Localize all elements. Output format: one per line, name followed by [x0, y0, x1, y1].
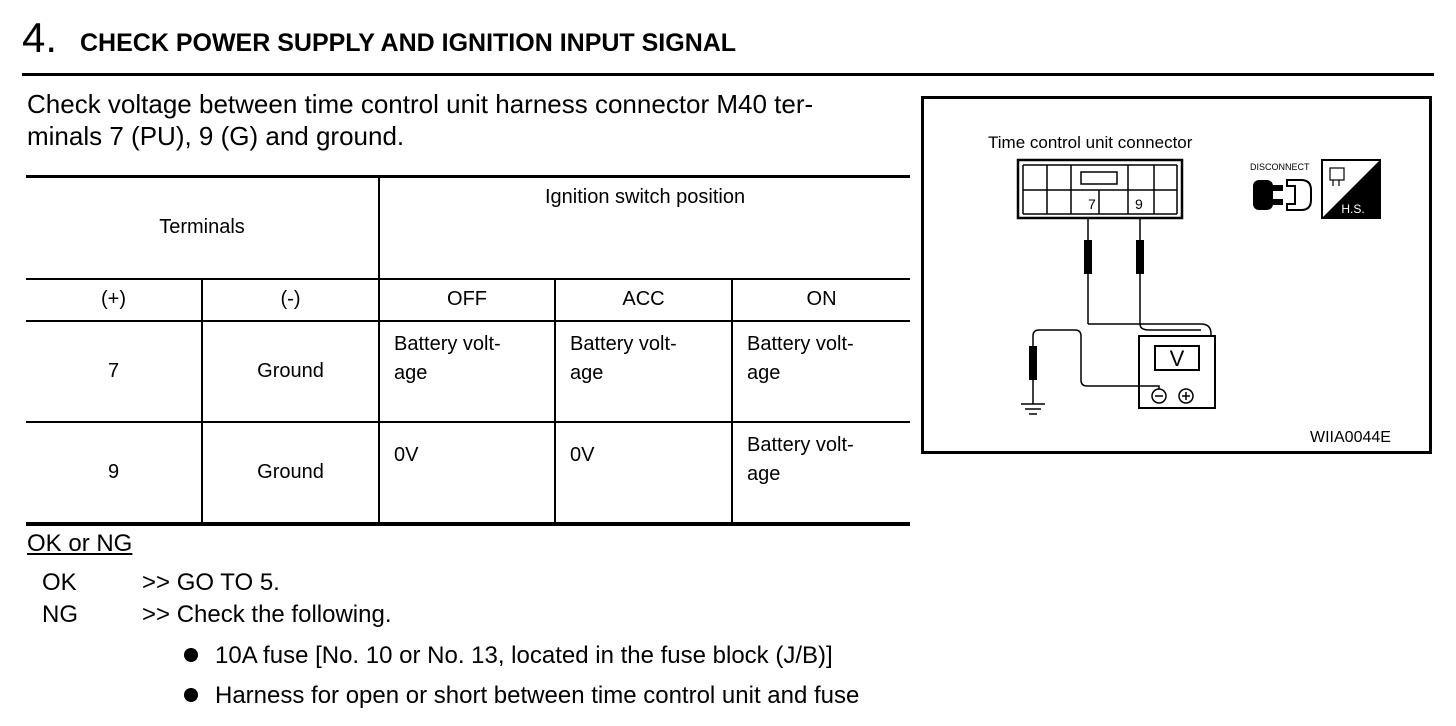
check-item: 10A fuse [No. 10 or No. 13, located in t…	[184, 641, 833, 671]
connector-icon	[1016, 158, 1184, 220]
ok-code: OK	[42, 569, 77, 596]
minus-header: (-)	[200, 277, 381, 322]
table-header-row: Terminals Ignition switch position	[26, 175, 911, 280]
table-row: 7 Ground Battery volt- age Battery volt-…	[26, 319, 911, 423]
hs-label: H.S.	[1341, 202, 1364, 216]
minus-cell: Ground	[200, 319, 381, 423]
terminal-9-label: 9	[1135, 196, 1143, 212]
plus-header: (+)	[26, 277, 203, 322]
figure-code: WIIA0044E	[1310, 429, 1391, 446]
instruction-line: minals 7 (PU), 9 (G) and ground.	[27, 121, 405, 151]
acc-cell-line: age	[570, 361, 604, 384]
on-cell-line: Battery volt-	[747, 433, 854, 456]
off-cell-line: Battery volt-	[394, 332, 501, 355]
hs-icon: H.S.	[1321, 159, 1381, 219]
meter-symbol: V	[1170, 346, 1185, 371]
ground-icon	[1021, 346, 1045, 415]
terminals-header: Terminals	[26, 175, 381, 280]
voltmeter-icon: V	[1032, 329, 1216, 409]
step-number: 4.	[22, 14, 58, 61]
disconnect-icon: DISCONNECT	[1250, 162, 1312, 211]
check-item: Harness for open or short between time c…	[184, 681, 859, 711]
disconnect-label: DISCONNECT	[1250, 162, 1310, 172]
ok-action: >> GO TO 5.	[142, 569, 280, 596]
on-cell-line: age	[747, 462, 781, 485]
acc-header: ACC	[554, 277, 734, 322]
title-rule	[22, 73, 1434, 76]
bullet-icon	[184, 688, 198, 702]
off-cell: 0V	[378, 420, 557, 526]
on-cell: Battery volt- age	[731, 319, 911, 423]
plus-cell: 7	[26, 319, 203, 423]
instruction-text: Check voltage between time control unit …	[27, 88, 907, 152]
acc-cell-line: Battery volt-	[570, 332, 677, 355]
terminal-7-label: 7	[1088, 196, 1096, 212]
on-header: ON	[731, 277, 911, 322]
on-cell: Battery volt- age	[731, 420, 911, 526]
ng-action: >> Check the following.	[142, 601, 392, 628]
acc-cell: Battery volt- age	[554, 319, 734, 423]
minus-cell: Ground	[200, 420, 381, 526]
acc-cell: 0V	[554, 420, 734, 526]
voltage-spec-table: Terminals Ignition switch position (+) (…	[26, 175, 911, 526]
off-cell-line: 0V	[394, 443, 419, 466]
table-subheader-row: (+) (-) OFF ACC ON	[26, 277, 911, 322]
off-cell-line: age	[394, 361, 428, 384]
off-cell: Battery volt- age	[378, 319, 557, 423]
connector-label: Time control unit connector	[988, 133, 1193, 152]
ignition-header: Ignition switch position	[378, 175, 911, 280]
plus-cell: 9	[26, 420, 203, 526]
check-item-text: 10A fuse [No. 10 or No. 13, located in t…	[215, 642, 833, 669]
table-row: 9 Ground 0V 0V Battery volt- age	[26, 420, 911, 526]
figure-frame	[921, 96, 1432, 454]
instruction-line: Check voltage between time control unit …	[27, 89, 814, 119]
ng-code: NG	[42, 601, 78, 628]
acc-cell-line: 0V	[570, 443, 595, 466]
bullet-icon	[184, 648, 198, 662]
result-heading: OK or NG	[27, 530, 133, 557]
on-cell-line: Battery volt-	[747, 332, 854, 355]
check-item-text: Harness for open or short between time c…	[215, 682, 860, 709]
on-cell-line: age	[747, 361, 781, 384]
wiring-diagram: 7 9 V DISCONNECT	[1016, 158, 1381, 415]
off-header: OFF	[378, 277, 557, 322]
step-title: CHECK POWER SUPPLY AND IGNITION INPUT SI…	[80, 29, 737, 57]
